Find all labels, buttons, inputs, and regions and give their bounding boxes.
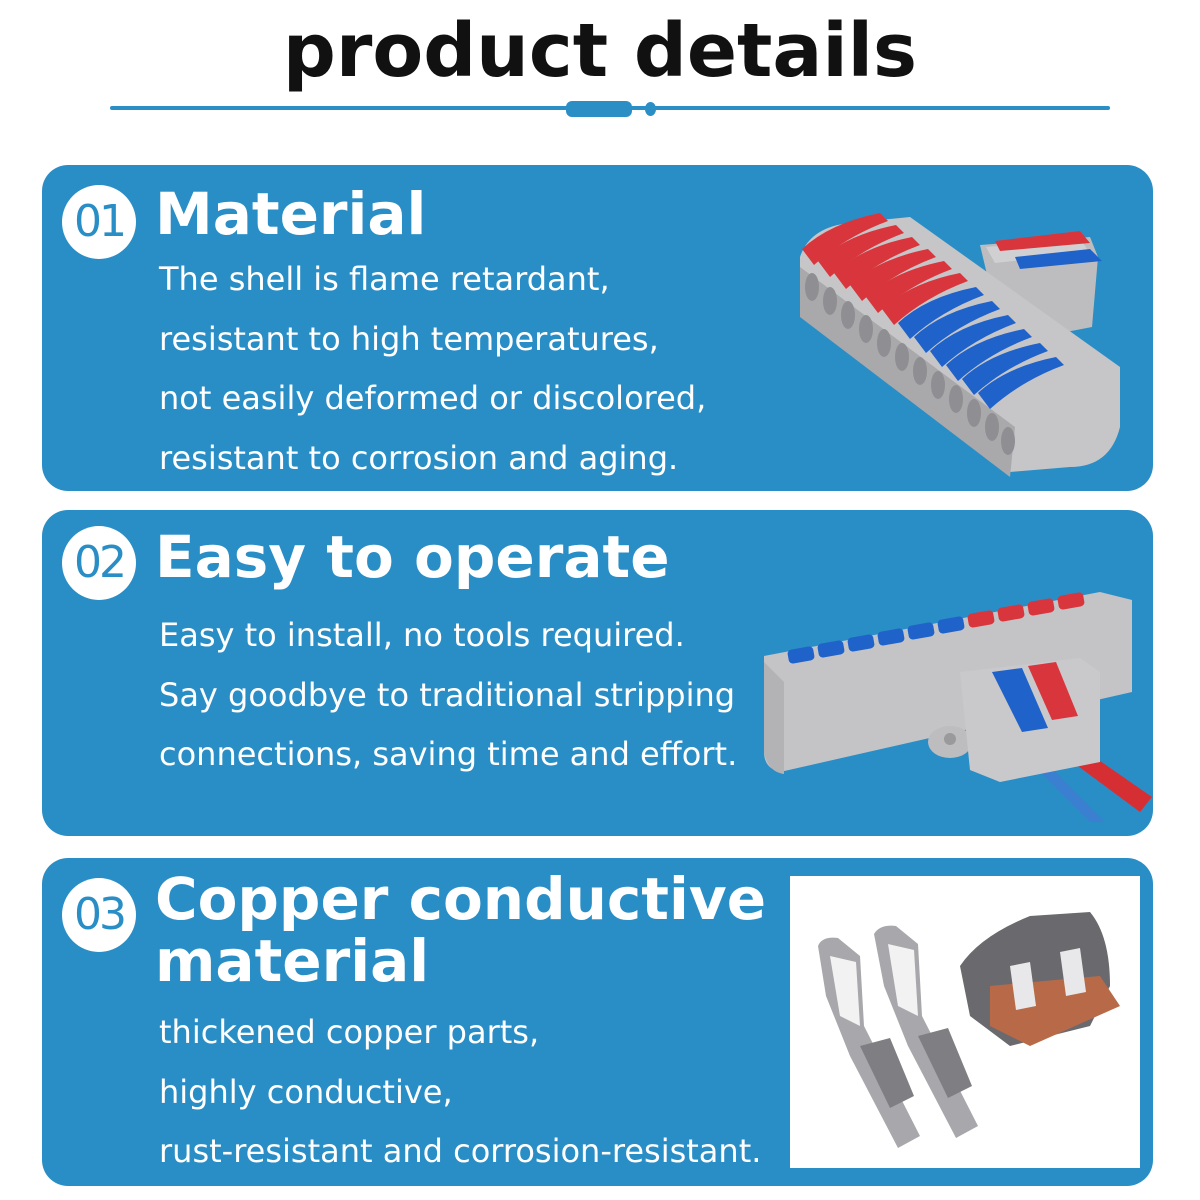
feature-card-easy-to-operate: 02 Easy to operate Easy to install, no t…	[42, 510, 1153, 836]
card-title: Material	[155, 180, 427, 248]
feature-card-material: 01 Material The shell is flame retardant…	[42, 165, 1153, 491]
number-badge: 01	[62, 185, 136, 259]
card-title-line: material	[155, 927, 430, 995]
number-badge: 02	[62, 526, 136, 600]
description-line: resistant to high temperatures,	[159, 319, 659, 358]
feature-card-copper-conductive: 03 Copper conductive material thickened …	[42, 858, 1153, 1186]
description-line: Easy to install, no tools required.	[159, 616, 685, 654]
connector-with-wires-image	[760, 592, 1160, 822]
page-title: product details	[282, 8, 918, 94]
title-divider-dot	[645, 102, 656, 116]
description-line: Say goodbye to traditional stripping	[159, 675, 736, 714]
description-line: not easily deformed or discolored,	[159, 379, 707, 417]
wire-connector-icon	[764, 592, 1152, 822]
description-line: highly conductive,	[159, 1072, 453, 1111]
description-line: resistant to corrosion and aging.	[159, 438, 679, 477]
description-line: thickened copper parts,	[159, 1013, 540, 1051]
connector-product-image	[790, 187, 1140, 477]
title-divider-pill	[566, 101, 632, 117]
wire-connector-icon	[800, 213, 1120, 477]
card-title: Copper conductive material	[155, 868, 775, 992]
description-line: connections, saving time and effort.	[159, 735, 738, 773]
copper-clamp-icon	[818, 912, 1120, 1148]
number-badge: 03	[62, 878, 136, 952]
card-title: Easy to operate	[155, 523, 670, 591]
copper-parts-image	[790, 876, 1140, 1168]
description-line: rust-resistant and corrosion-resistant.	[159, 1132, 762, 1170]
card-description: The shell is flame retardant, resistant …	[159, 250, 706, 488]
description-line: The shell is flame retardant,	[159, 260, 610, 298]
card-description: thickened copper parts, highly conductiv…	[159, 1003, 761, 1182]
card-title-line: Copper conductive	[155, 865, 767, 933]
card-description: Easy to install, no tools required. Say …	[159, 606, 737, 785]
